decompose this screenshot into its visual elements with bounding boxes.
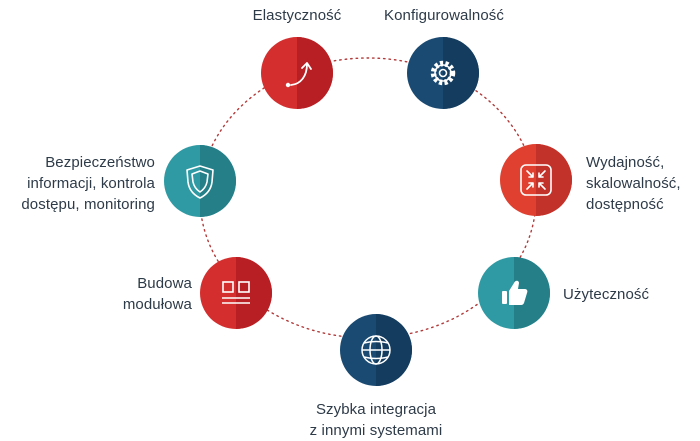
node-wydajnosc — [500, 144, 572, 216]
gear-icon — [430, 60, 456, 86]
label-budowa: Budowa modułowa — [122, 275, 192, 313]
globe-icon — [361, 335, 391, 365]
label-bezpieczenstwo: Bezpieczeństwo informacji, kontrola dost… — [21, 154, 155, 213]
label-konfigurowalnosc: Konfigurowalność — [383, 7, 504, 24]
curved-arrow-icon — [285, 62, 312, 88]
node-uzytecznosc — [478, 257, 550, 329]
node-elastycznosc — [261, 37, 333, 109]
label-uzytecznosc: Użyteczność — [563, 286, 650, 303]
compress-arrows-icon — [520, 164, 552, 196]
label-wydajnosc: Wydajność, skalowalność, dostępność — [586, 154, 681, 213]
node-budowa — [200, 257, 272, 329]
node-konfigurowalnosc — [407, 37, 479, 109]
label-elastycznosc: Elastyczność — [252, 7, 342, 24]
modules-icon — [222, 281, 250, 304]
node-bezpieczenstwo — [164, 145, 236, 217]
shield-icon — [186, 165, 214, 199]
label-integracja: Szybka integracja z innymi systemami — [309, 401, 443, 439]
thumbs-up-icon — [502, 280, 528, 305]
node-integracja — [340, 314, 412, 386]
